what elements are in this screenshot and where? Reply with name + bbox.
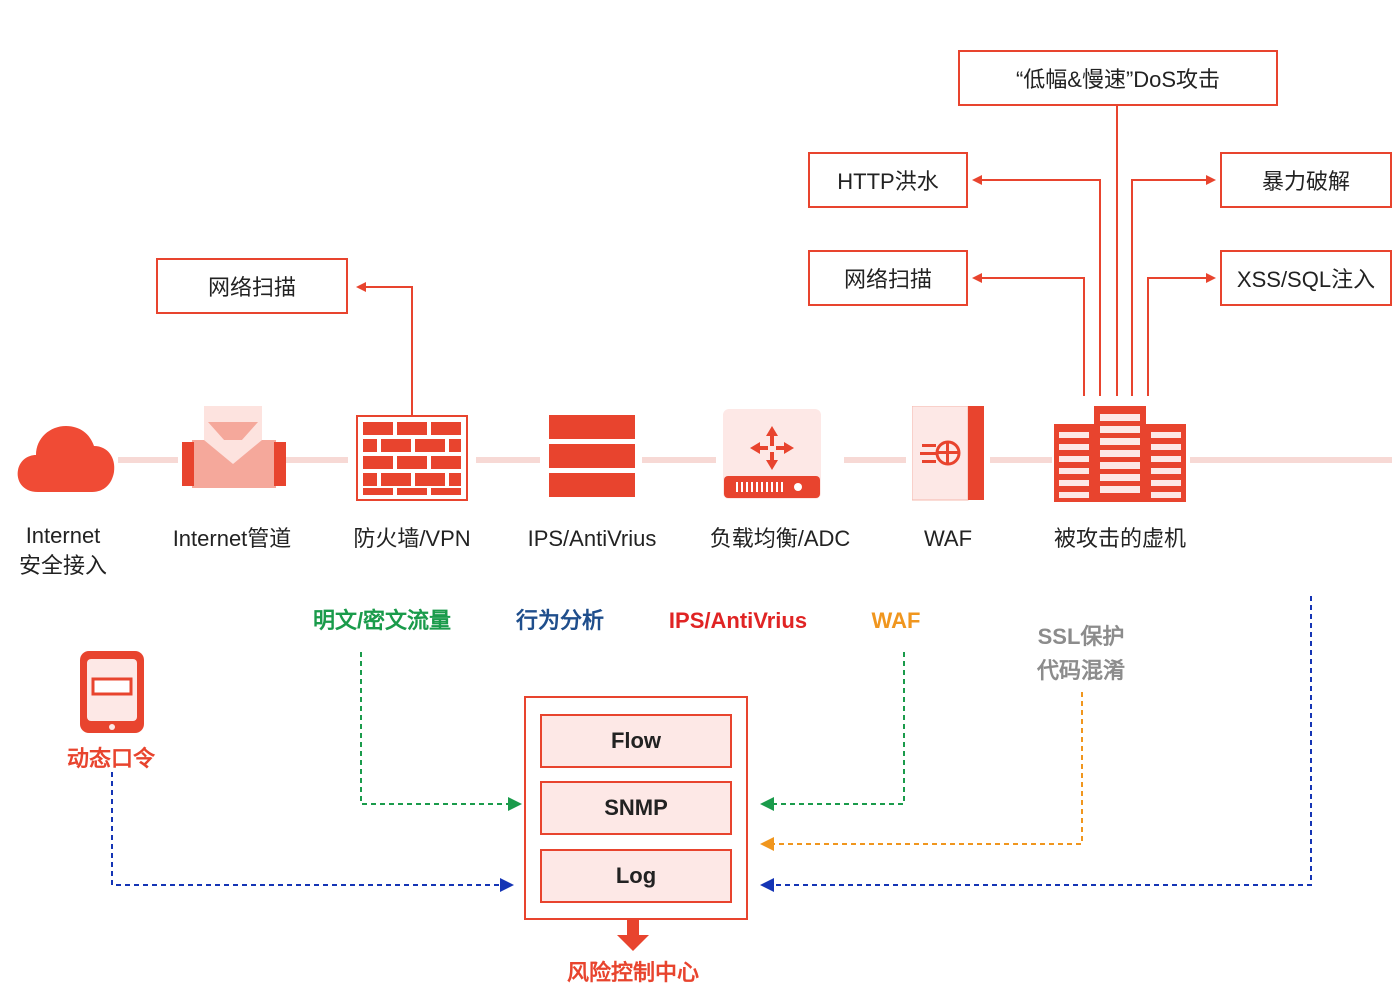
- pipe-icon: [182, 406, 286, 488]
- waf-shield-icon: [912, 406, 984, 501]
- traffic-flow-arrow: [360, 652, 522, 811]
- http-flood-arrow: [972, 175, 1101, 396]
- internet-label-line2: 安全接入: [18, 553, 107, 578]
- phone-icon: [80, 651, 144, 733]
- collector-box: Flow SNMP Log: [524, 696, 748, 920]
- node-ips-label: IPS/AntiVrius: [527, 526, 657, 551]
- ips-stack-icon: [549, 415, 635, 497]
- collector-snmp: SNMP: [540, 781, 732, 835]
- cloud-icon: [17, 426, 115, 492]
- collector-log: Log: [540, 849, 732, 903]
- node-firewall-label: 防火墙/VPN: [353, 526, 471, 551]
- otp-flow-arrow: [111, 772, 514, 892]
- attack-dos-box: “低幅&慢速”DoS攻击: [958, 50, 1278, 106]
- attack-xss-sql-box: XSS/SQL注入: [1220, 250, 1392, 306]
- tag-behavior: 行为分析: [515, 608, 604, 633]
- node-pipe-label: Internet管道: [172, 526, 292, 551]
- vm-log-flow-arrow: [760, 596, 1312, 892]
- collector-flow: Flow: [540, 714, 732, 768]
- xss-sql-arrow: [1147, 273, 1216, 396]
- ssl-flow-arrow: [760, 692, 1083, 851]
- node-vm-label: 被攻击的虚机: [1053, 526, 1186, 551]
- node-waf-label: WAF: [923, 526, 973, 551]
- tag-waf: WAF: [871, 608, 921, 633]
- tag-ips: IPS/AntiVrius: [668, 608, 808, 633]
- load-balancer-icon: [723, 409, 821, 499]
- scan-firewall-arrow: [356, 282, 413, 415]
- tag-otp: 动态口令: [66, 746, 155, 771]
- waf-flow-arrow: [760, 652, 905, 811]
- attack-scan-vm-box: 网络扫描: [808, 250, 968, 306]
- brute-force-arrow: [1131, 175, 1216, 396]
- tag-ssl-line1: SSL保护: [1037, 624, 1125, 649]
- attack-scan-firewall-box: 网络扫描: [156, 258, 348, 314]
- brick-wall-icon: [356, 415, 468, 501]
- attack-http-flood-box: HTTP洪水: [808, 152, 968, 208]
- node-internet-label: Internet 安全接入: [10, 521, 116, 581]
- tag-traffic: 明文/密文流量: [312, 608, 452, 633]
- server-rack-icon: [1054, 406, 1186, 502]
- tag-ssl-line2: 代码混淆: [1036, 658, 1125, 683]
- node-adc-label: 负载均衡/ADC: [709, 526, 851, 551]
- risk-center-label: 风险控制中心: [566, 960, 699, 985]
- attack-brute-force-box: 暴力破解: [1220, 152, 1392, 208]
- internet-label-line1: Internet: [25, 523, 101, 548]
- scan-vm-arrow: [972, 273, 1085, 396]
- risk-center-arrow: [617, 918, 649, 951]
- tag-ssl: SSL保护 代码混淆: [1016, 620, 1146, 688]
